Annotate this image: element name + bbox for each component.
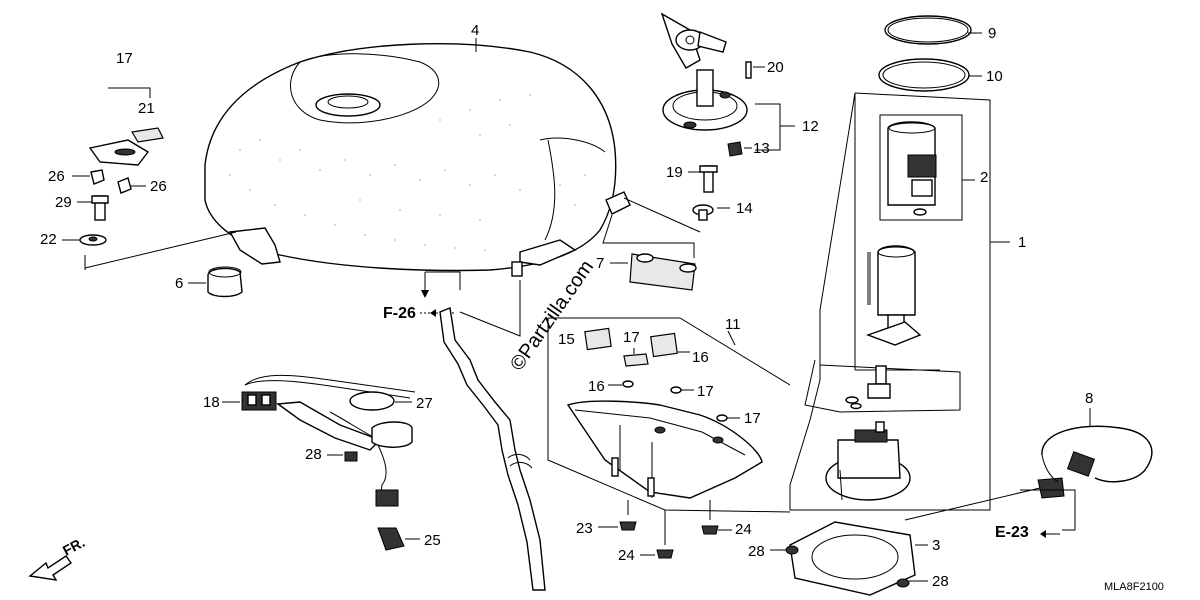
front-direction-arrow: FR. <box>28 534 87 581</box>
callout-19: 22 <box>40 231 57 248</box>
screw-23[interactable] <box>745 61 752 79</box>
clip-28-c[interactable] <box>344 451 358 462</box>
pressure-regulator[interactable] <box>845 365 891 410</box>
clip-26a[interactable] <box>90 169 105 185</box>
pump-base[interactable] <box>825 421 911 501</box>
o-ring-27[interactable] <box>349 391 395 411</box>
breather-hose[interactable] <box>439 307 546 591</box>
callout-16-a: 15 <box>558 331 575 348</box>
clip-25[interactable] <box>377 527 405 551</box>
clip-26b[interactable] <box>117 177 132 194</box>
callout-28-b: 28 <box>932 573 949 590</box>
nut-28-a[interactable] <box>785 545 799 555</box>
rubber-7[interactable] <box>629 253 696 291</box>
diagram-code: MLA8F2100 <box>1104 581 1164 593</box>
nut-24-a[interactable] <box>619 521 637 531</box>
nut-24-b[interactable] <box>701 525 719 535</box>
fuel-tank[interactable] <box>204 43 631 277</box>
nut-13[interactable] <box>727 141 743 157</box>
callout-15: 18 <box>203 394 220 411</box>
callout-23: 20 <box>767 59 784 76</box>
callout-2: 2 <box>980 169 988 186</box>
callout-8: 8 <box>1085 390 1093 407</box>
harness-8[interactable] <box>1041 425 1153 483</box>
gasket-3[interactable] <box>789 521 916 596</box>
callout-26-right: 26 <box>150 178 167 195</box>
callout-24-c: 24 <box>618 547 635 564</box>
pump-motor[interactable] <box>865 245 922 346</box>
callout-17-c: 17 <box>744 410 761 427</box>
callout-6: 6 <box>175 275 183 292</box>
pad-16-a[interactable] <box>584 327 612 351</box>
callout-9: 9 <box>988 25 996 42</box>
ref-e23: E-23 <box>995 524 1029 541</box>
callout-14: 14 <box>736 200 753 217</box>
callout-22: 19 <box>666 164 683 181</box>
callout-28-c: 28 <box>305 446 322 463</box>
callout-24-b: 24 <box>735 521 752 538</box>
callout-18: 17 <box>116 50 133 67</box>
callout-21: 21 <box>138 100 155 117</box>
pad-20[interactable] <box>623 353 649 367</box>
nut-28-b[interactable] <box>896 578 910 588</box>
callout-3: 3 <box>932 537 940 554</box>
callout-25: 25 <box>424 532 441 549</box>
ref-f26: F-26 <box>383 305 416 322</box>
callout-26-left: 26 <box>48 168 65 185</box>
callout-7: 7 <box>596 255 604 272</box>
rubber-pad-21[interactable] <box>131 127 164 143</box>
callout-24-a: 23 <box>576 520 593 537</box>
callout-17-a: 16 <box>588 378 605 395</box>
pump-filter-2[interactable] <box>887 121 937 216</box>
callout-29: 29 <box>55 194 72 211</box>
fuel-level-sender-15[interactable] <box>241 374 416 507</box>
callout-13: 13 <box>753 140 770 157</box>
callout-12: 12 <box>802 118 819 135</box>
fuel-pump-protector[interactable] <box>566 400 763 499</box>
callout-1: 1 <box>1018 234 1026 251</box>
callout-16-b: 16 <box>692 349 709 366</box>
callout-10: 10 <box>986 68 1003 85</box>
callout-4: 4 <box>471 22 479 39</box>
nut-24-c[interactable] <box>656 549 674 559</box>
front-label: FR. <box>60 534 87 559</box>
fuel-cap-assembly[interactable] <box>660 12 748 131</box>
pad-16-b[interactable] <box>650 332 678 358</box>
ring-10[interactable] <box>878 58 970 92</box>
callout-27: 27 <box>416 395 433 412</box>
callout-20: 17 <box>623 329 640 346</box>
callout-28-a: 28 <box>748 543 765 560</box>
callout-11: 11 <box>725 316 741 333</box>
callout-17-b: 17 <box>697 383 714 400</box>
ring-9[interactable] <box>884 15 972 45</box>
rubber-mount-6[interactable] <box>207 267 243 298</box>
